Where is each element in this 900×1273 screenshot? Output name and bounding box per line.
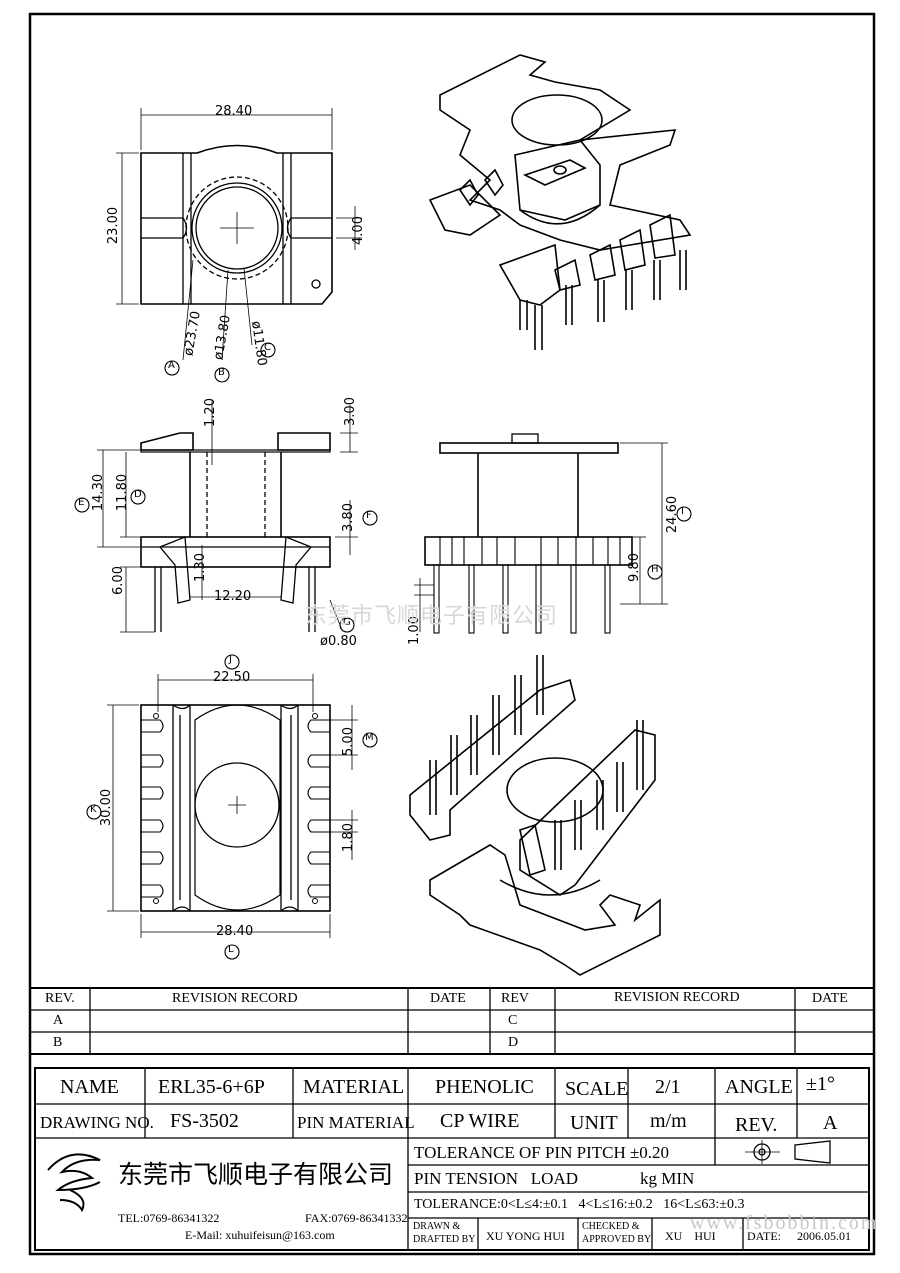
general-tolerance: TOLERANCE:0<L≤4:±0.1 4<L≤16:±0.2 16<L≤63…	[414, 1197, 745, 1212]
iso-view-bottom	[409, 655, 661, 976]
angle-label: ANGLE	[725, 1076, 793, 1098]
iso-view-top	[428, 54, 692, 350]
callout-g: G	[343, 617, 351, 628]
top-view	[116, 108, 362, 361]
revision-record-header-2: REVISION RECORD	[614, 990, 740, 1005]
callout-circles	[74, 342, 692, 960]
checked-value: XU HUI	[665, 1229, 716, 1243]
date-header: DATE	[430, 991, 466, 1006]
company-logo	[47, 1153, 101, 1213]
revision-record-header: REVISION RECORD	[172, 991, 298, 1006]
company-fax: FAX:0769-86341332	[305, 1211, 408, 1225]
callout-c: C	[264, 342, 271, 353]
callout-f: F	[366, 510, 372, 521]
callout-a: A	[168, 360, 175, 371]
dim-l: 28.40	[216, 924, 254, 939]
dim-e: 14.30	[91, 473, 107, 512]
dim-1220: 12.20	[214, 589, 252, 604]
callout-e: E	[78, 497, 85, 508]
unit-label: UNIT	[570, 1112, 618, 1134]
callout-m: M	[365, 732, 374, 743]
callout-i: I	[681, 506, 684, 517]
dim-h: 9.80	[626, 553, 642, 582]
pin-material-value: CP WIRE	[440, 1110, 520, 1132]
rev-header: REV.	[45, 991, 75, 1006]
rev-row-a: A	[53, 1013, 64, 1028]
company-name: 东莞市飞顺电子有限公司	[118, 1160, 394, 1189]
revision-table-lines	[30, 987, 874, 1055]
angle-value: ±1°	[806, 1073, 835, 1095]
dim-m: 5.00	[340, 727, 356, 756]
name-value: ERL35-6+6P	[158, 1076, 265, 1098]
sheet-border	[28, 12, 876, 1256]
pin-tension-load: PIN TENSION LOAD	[414, 1169, 579, 1188]
company-tel: TEL:0769-86341322	[118, 1211, 220, 1225]
unit-value: m/m	[650, 1110, 687, 1132]
kg-min: kg MIN	[640, 1169, 695, 1188]
dim-top-height: 23.00	[106, 206, 122, 245]
callout-h: H	[651, 564, 659, 575]
drawing-no-value: FS-3502	[170, 1110, 239, 1132]
rev-label: REV.	[735, 1114, 778, 1136]
callout-d: D	[134, 489, 142, 500]
company-watermark: 东莞市飞顺电子有限公司	[305, 604, 559, 629]
dim-tab: 3.00	[342, 397, 358, 426]
dim-k: 30.00	[99, 788, 115, 827]
dim-slot-width: 4.00	[350, 216, 366, 245]
site-watermark: www.fsbobbin.com	[690, 1212, 879, 1234]
rev-row-b: B	[53, 1035, 63, 1050]
scale-value: 2/1	[655, 1076, 681, 1098]
bottom-view	[107, 674, 358, 938]
company-email: E-Mail: xuhuifeisun@163.com	[185, 1228, 335, 1242]
dim-f: 3.80	[340, 503, 356, 532]
callout-k: K	[90, 804, 97, 815]
drawing-no-label: DRAWING NO.	[40, 1113, 154, 1132]
checked-label-2: APPROVED BY	[582, 1234, 652, 1245]
dim-flange-top: 1.20	[202, 398, 218, 427]
date-header-2: DATE	[812, 991, 848, 1006]
dim-d: 11.80	[115, 473, 131, 512]
dim-pin-length: 6.00	[110, 566, 126, 595]
checked-label-1: CHECKED &	[582, 1221, 640, 1232]
date-label: DATE:	[747, 1229, 781, 1243]
title-block-lines	[34, 1067, 870, 1251]
rev-value: A	[823, 1112, 838, 1134]
tolerance-pin-pitch: TOLERANCE OF PIN PITCH ±0.20	[414, 1143, 670, 1162]
dim-180: 1.80	[340, 823, 356, 852]
dim-total-height: 24.60	[665, 495, 681, 534]
pin-material-label: PIN MATERIAL	[297, 1113, 415, 1132]
date-value: 2006.05.01	[797, 1229, 851, 1243]
dim-pin-dia: ø0.80	[320, 634, 357, 649]
callout-b: B	[218, 367, 225, 378]
scale-label: SCALE	[565, 1078, 629, 1100]
callout-j: J	[229, 654, 232, 665]
dim-130: 1.30	[192, 553, 208, 582]
front-view	[97, 400, 358, 633]
callout-l: L	[228, 944, 234, 955]
rev-row-c: C	[508, 1013, 518, 1028]
drawn-value: XU YONG HUI	[486, 1229, 565, 1243]
drawn-label-1: DRAWN &	[413, 1221, 461, 1232]
name-label: NAME	[60, 1076, 119, 1098]
dim-top-width: 28.40	[215, 104, 253, 119]
drawn-label-2: DRAFTED BY	[413, 1234, 476, 1245]
side-view	[414, 433, 668, 634]
material-value: PHENOLIC	[435, 1076, 534, 1098]
rev-row-d: D	[508, 1035, 519, 1050]
dim-j: 22.50	[213, 670, 251, 685]
material-label: MATERIAL	[303, 1076, 405, 1098]
rev-header-2: REV	[501, 991, 529, 1006]
